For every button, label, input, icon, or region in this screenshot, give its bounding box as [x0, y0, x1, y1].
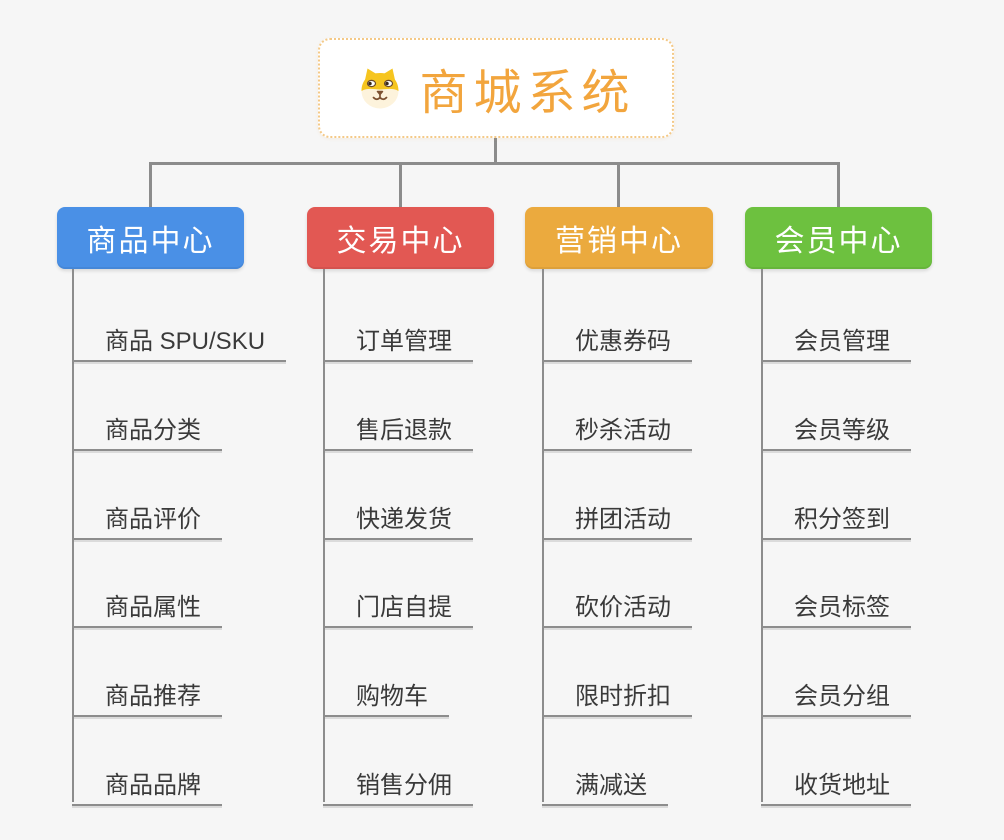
leaf-shipping-address[interactable]: 收货地址	[761, 752, 911, 806]
leaf-after-sales-refund[interactable]: 售后退款	[323, 397, 473, 451]
leaf-points-checkin[interactable]: 积分签到	[761, 486, 911, 540]
leaf-coupon-code[interactable]: 优惠券码	[542, 308, 692, 362]
leaf-order-management[interactable]: 订单管理	[323, 308, 473, 362]
branch-product-center[interactable]: 商品中心	[57, 207, 244, 269]
leaf-product-attribute[interactable]: 商品属性	[72, 574, 222, 628]
leaf-time-limited-discount[interactable]: 限时折扣	[542, 663, 692, 717]
connector-drop-product-center	[149, 164, 152, 207]
leaf-product-recommend[interactable]: 商品推荐	[72, 663, 222, 717]
leaf-member-level[interactable]: 会员等级	[761, 397, 911, 451]
root-topic[interactable]: 商城系统	[318, 38, 674, 138]
leaf-full-reduction[interactable]: 满减送	[542, 752, 668, 806]
leaf-sales-commission[interactable]: 销售分佣	[323, 752, 473, 806]
leaf-product-review[interactable]: 商品评价	[72, 486, 222, 540]
leaf-member-tag[interactable]: 会员标签	[761, 574, 911, 628]
leaf-express-shipping[interactable]: 快递发货	[323, 486, 473, 540]
leaf-shopping-cart[interactable]: 购物车	[323, 663, 449, 717]
leaf-store-pickup[interactable]: 门店自提	[323, 574, 473, 628]
leaf-product-category[interactable]: 商品分类	[72, 397, 222, 451]
dog-face-icon	[356, 66, 404, 110]
connector-bus	[149, 162, 840, 165]
connector-root-stub	[494, 138, 497, 164]
branch-member-center[interactable]: 会员中心	[745, 207, 932, 269]
leaf-product-brand[interactable]: 商品品牌	[72, 752, 222, 806]
connector-drop-trade-center	[399, 164, 402, 207]
root-topic-title: 商城系统	[419, 67, 636, 120]
connector-spine-member-center	[761, 269, 763, 802]
connector-spine-trade-center	[323, 269, 325, 802]
branch-trade-center[interactable]: 交易中心	[307, 207, 494, 269]
branch-marketing-center[interactable]: 营销中心	[525, 207, 713, 269]
leaf-product-spu-sku[interactable]: 商品 SPU/SKU	[72, 308, 287, 362]
connector-spine-product-center	[72, 269, 74, 802]
leaf-member-group[interactable]: 会员分组	[761, 663, 911, 717]
connector-drop-marketing-center	[617, 164, 620, 207]
leaf-member-management[interactable]: 会员管理	[761, 308, 911, 362]
leaf-group-buy[interactable]: 拼团活动	[542, 486, 692, 540]
leaf-bargain-activity[interactable]: 砍价活动	[542, 574, 692, 628]
leaf-flash-sale[interactable]: 秒杀活动	[542, 397, 692, 451]
connector-spine-marketing-center	[542, 269, 544, 802]
connector-drop-member-center	[837, 164, 840, 207]
